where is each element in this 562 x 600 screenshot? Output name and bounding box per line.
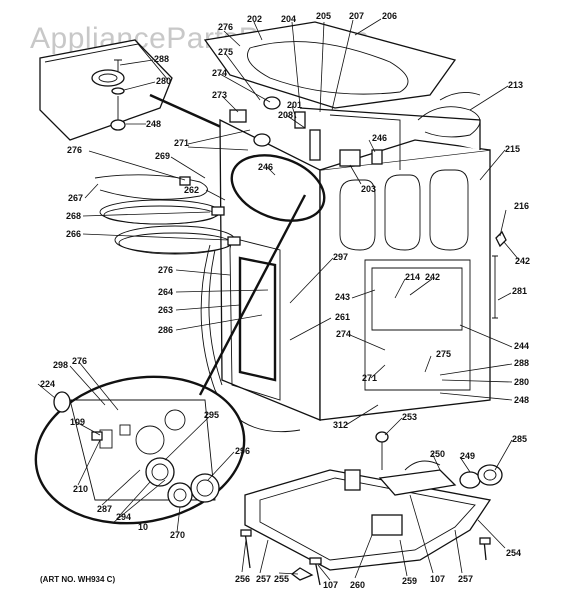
callout-286: 286	[158, 325, 173, 335]
callout-248a: 248	[146, 119, 161, 129]
callout-270: 270	[170, 530, 185, 540]
callout-275a: 275	[218, 47, 233, 57]
callout-244: 244	[514, 341, 529, 351]
callout-257a: 257	[256, 574, 271, 584]
callout-276c: 276	[158, 265, 173, 275]
callout-210: 210	[73, 484, 88, 494]
hoses	[94, 174, 241, 255]
callout-242a: 242	[515, 256, 530, 266]
callout-242b: 242	[425, 272, 440, 282]
callout-243: 243	[335, 292, 350, 302]
callout-295: 295	[204, 410, 219, 420]
callout-256: 256	[235, 574, 250, 584]
callout-202: 202	[247, 14, 262, 24]
callout-285: 285	[512, 434, 527, 444]
callout-203: 203	[361, 184, 376, 194]
right-parts	[492, 230, 507, 319]
callout-224: 224	[40, 379, 55, 389]
callout-271a: 271	[174, 138, 189, 148]
callout-273: 273	[212, 90, 227, 100]
base-assembly	[240, 431, 503, 586]
callout-266: 266	[66, 229, 81, 239]
callout-263: 263	[158, 305, 173, 315]
callout-297: 297	[333, 252, 348, 262]
callout-261: 261	[335, 312, 350, 322]
callout-207: 207	[349, 11, 364, 21]
callout-288b: 288	[514, 358, 529, 368]
art-number-caption: (ART NO. WH934 C)	[40, 575, 115, 584]
callout-264: 264	[158, 287, 173, 297]
callout-276a: 276	[218, 22, 233, 32]
callout-271b: 271	[362, 373, 377, 383]
callout-281: 281	[512, 286, 527, 296]
callout-labels: 276 202 204 205 207 206 275 274 288 280 …	[40, 11, 530, 590]
callout-246b: 246	[258, 162, 273, 172]
callout-276d: 276	[72, 356, 87, 366]
callout-280b: 280	[514, 377, 529, 387]
callout-107a: 107	[323, 580, 338, 590]
callout-216: 216	[514, 201, 529, 211]
callout-208: 208	[278, 110, 293, 120]
callout-288a: 288	[154, 54, 169, 64]
callout-267: 267	[68, 193, 83, 203]
callout-248b: 248	[514, 395, 529, 405]
top-inset	[39, 39, 173, 141]
callout-274b: 274	[336, 329, 351, 339]
callout-260: 260	[350, 580, 365, 590]
callout-269: 269	[155, 151, 170, 161]
callout-276b: 276	[67, 145, 82, 155]
callout-262: 262	[184, 185, 199, 195]
washer-cabinet	[200, 21, 491, 433]
callout-249: 249	[460, 451, 475, 461]
callout-246a: 246	[372, 133, 387, 143]
callout-201: 201	[287, 100, 302, 110]
callout-296: 296	[235, 446, 250, 456]
callout-204: 204	[281, 14, 296, 24]
callout-205: 205	[316, 11, 331, 21]
callout-206: 206	[382, 11, 397, 21]
callout-287: 287	[97, 504, 112, 514]
callout-253: 253	[402, 412, 417, 422]
bottom-inset	[34, 375, 246, 525]
callout-213: 213	[508, 80, 523, 90]
callout-109: 109	[70, 417, 85, 427]
leader-lines	[37, 18, 520, 581]
callout-298: 298	[53, 360, 68, 370]
callout-254: 254	[506, 548, 521, 558]
callout-214: 214	[405, 272, 420, 282]
callout-275b: 275	[436, 349, 451, 359]
callout-250: 250	[430, 449, 445, 459]
callout-107b: 107	[430, 574, 445, 584]
upper-components	[229, 91, 481, 167]
callout-259: 259	[402, 576, 417, 586]
callout-312: 312	[333, 420, 348, 430]
callout-255: 255	[274, 574, 289, 584]
callout-10: 10	[138, 522, 148, 532]
callout-268: 268	[66, 211, 81, 221]
callout-294: 294	[116, 512, 131, 522]
callout-215: 215	[505, 144, 520, 154]
callout-280a: 280	[156, 76, 171, 86]
callout-257b: 257	[458, 574, 473, 584]
callout-274a: 274	[212, 68, 227, 78]
